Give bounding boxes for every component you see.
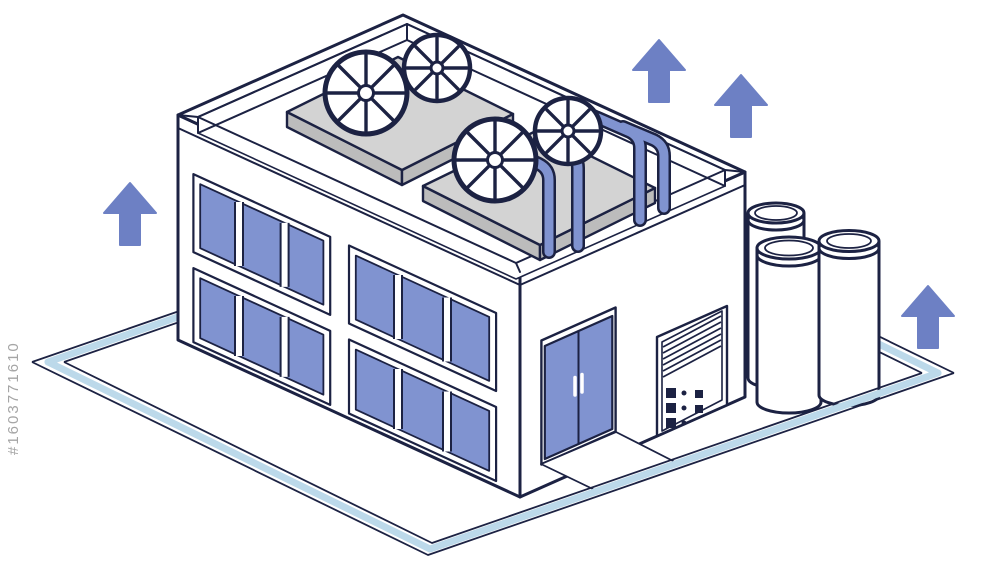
hvac-fan-icon: [454, 119, 536, 201]
storage-tank-icon: [817, 229, 881, 407]
up-arrows: [103, 39, 955, 349]
up-arrow-icon: [714, 74, 768, 138]
parapet-cap-line: [177, 127, 746, 286]
window-grid: [192, 267, 332, 406]
up-arrow-icon: [632, 39, 686, 103]
hvac-fan-icon: [325, 52, 407, 134]
control-panel-icon: [655, 304, 729, 438]
up-arrow-icon: [103, 182, 157, 246]
storage-tanks: [746, 201, 881, 415]
window-grid: [192, 173, 332, 316]
window-grid: [347, 244, 498, 393]
up-arrow-icon: [901, 285, 955, 349]
hvac-fan-icon: [535, 98, 601, 164]
panel-vents: [662, 315, 722, 378]
ground-plot-outline: [31, 358, 955, 556]
storage-tank-icon: [755, 235, 823, 415]
window-grid: [347, 338, 498, 483]
panel-switches: [666, 388, 703, 428]
watermark-id-text: #1603771610: [5, 341, 22, 455]
hvac-fan-icon: [404, 35, 470, 101]
entrance-door-icon: [540, 306, 617, 466]
